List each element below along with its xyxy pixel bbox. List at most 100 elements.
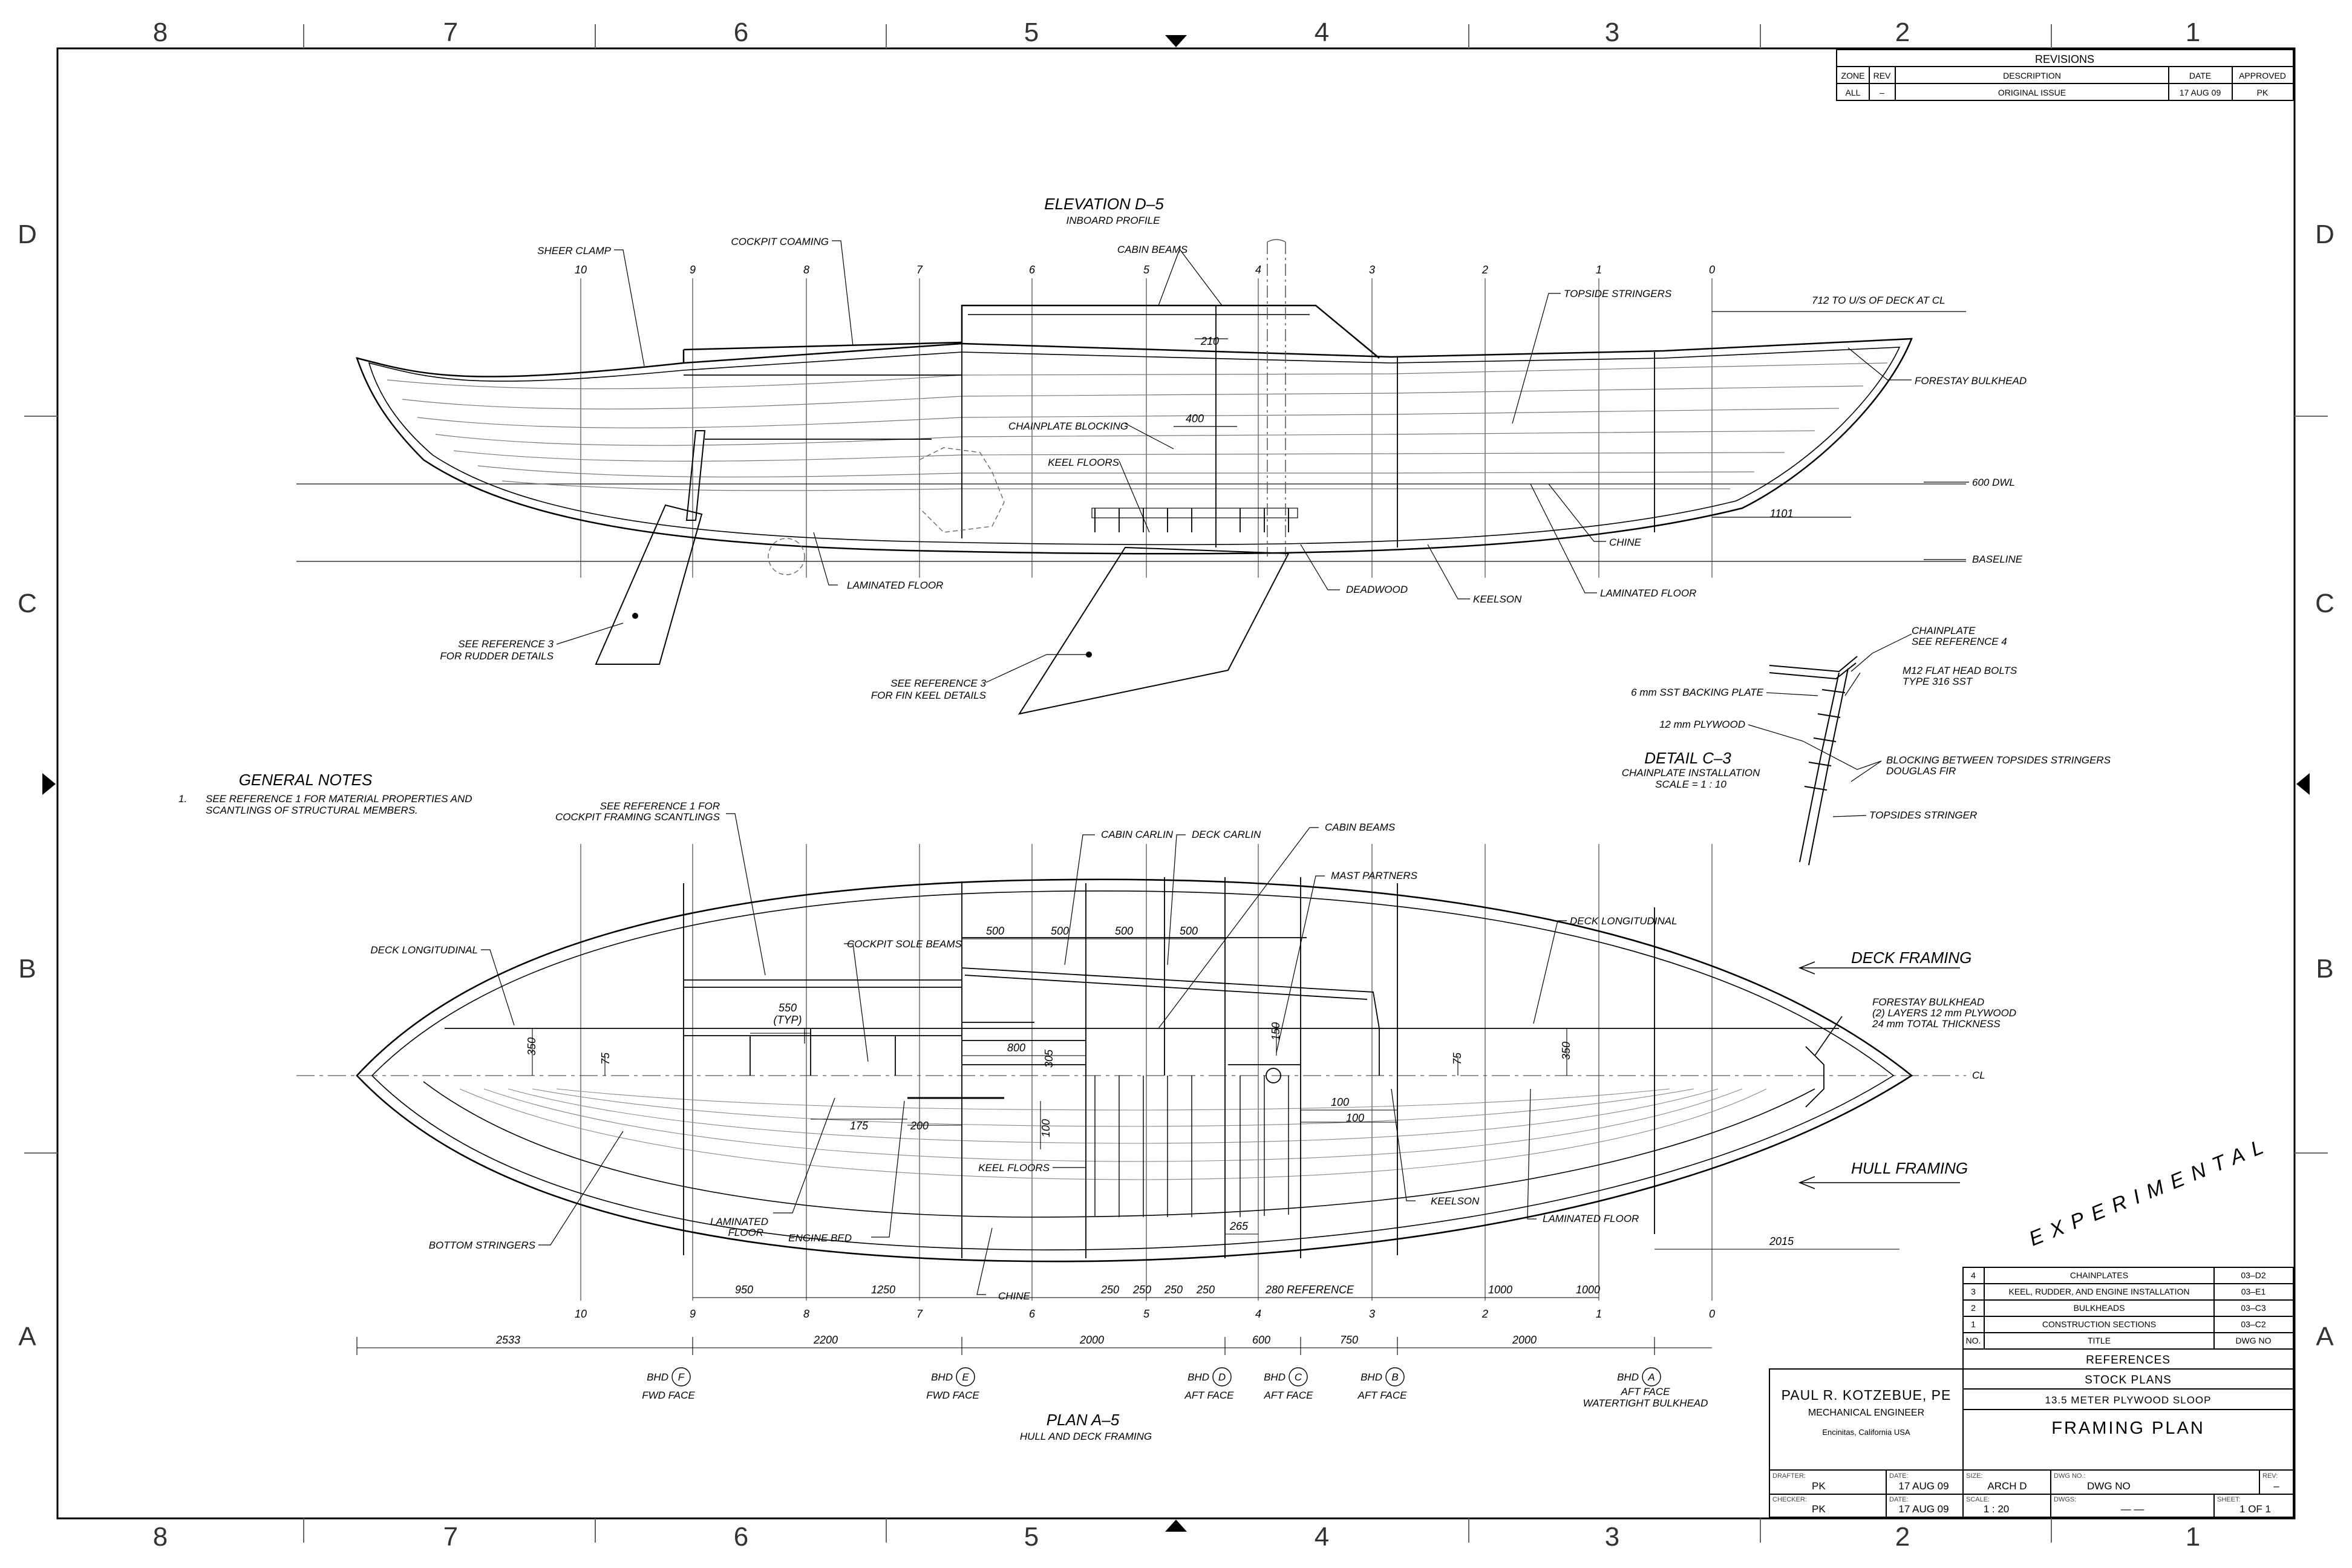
- label-keel-ref-2: FOR FIN KEEL DETAILS: [871, 690, 987, 701]
- zone-col-5-bottom: 5: [1024, 1522, 1039, 1552]
- plan-subtitle: HULL AND DECK FRAMING: [1020, 1431, 1152, 1442]
- dim-1250: 1250: [871, 1284, 895, 1296]
- label-forestay-1: FORESTAY BULKHEAD: [1872, 996, 1984, 1008]
- dim-100-a: 100: [1040, 1119, 1052, 1137]
- label-forestay-3: 24 mm TOTAL THICKNESS: [1872, 1018, 2001, 1030]
- tb-scale-label: SCALE:: [1966, 1496, 1990, 1503]
- zone-col-6-bottom: 6: [734, 1522, 748, 1552]
- dim-265: 265: [1229, 1220, 1249, 1232]
- hull-profile: [356, 304, 1913, 555]
- elev-station-2: 2: [1481, 264, 1488, 276]
- dim-2200: 2200: [813, 1334, 838, 1346]
- plan-station-5: 5: [1143, 1308, 1150, 1320]
- label-backing-plate: 6 mm SST BACKING PLATE: [1631, 687, 1764, 698]
- dim-75-b: 75: [1451, 1052, 1463, 1065]
- tb-sheet: 1 OF 1: [2239, 1503, 2271, 1515]
- label-laminated-floor-a: LAMINATED: [710, 1216, 768, 1227]
- dim-100-c: 100: [1346, 1112, 1364, 1124]
- label-keelson-plan: KEELSON: [1431, 1195, 1480, 1207]
- ref-3-dwg: 03–E1: [2241, 1287, 2266, 1296]
- ref-4-title: CHAINPLATES: [2070, 1270, 2128, 1280]
- zone-row-c: C: [18, 589, 37, 618]
- label-deck-height: 712 TO U/S OF DECK AT CL: [1812, 295, 1945, 306]
- tb-drafter-label: DRAFTER:: [1772, 1472, 1806, 1480]
- references-title: REFERENCES: [2086, 1354, 2171, 1367]
- dim-250-a: 250: [1100, 1284, 1119, 1296]
- tb-date-label-2: DATE:: [1889, 1496, 1909, 1503]
- label-sheer-clamp: SHEER CLAMP: [537, 245, 612, 256]
- dim-100-b: 100: [1331, 1096, 1349, 1108]
- zone-col-7-bottom: 7: [443, 1522, 458, 1552]
- bhd-a-note-1: AFT FACE: [1621, 1386, 1671, 1397]
- label-cockpit-sole-beams: COCKPIT SOLE BEAMS: [847, 938, 962, 950]
- plan-station-1: 1: [1596, 1308, 1602, 1320]
- dim-305: 305: [1043, 1049, 1055, 1068]
- elev-station-9: 9: [690, 264, 696, 276]
- plan-view: 10 9 8 7 6 5 4 3 2 1 0: [296, 800, 2275, 1442]
- elev-station-5: 5: [1143, 264, 1150, 276]
- zone-row-b: B: [18, 954, 36, 984]
- label-chainplate-1: CHAINPLATE: [1912, 625, 1976, 636]
- revisions-header-rev: REV: [1873, 71, 1891, 80]
- tb-engineer: PAUL R. KOTZEBUE, PE: [1782, 1387, 1952, 1403]
- plan-arrows: [1798, 961, 1960, 1189]
- revisions-header-zone: ZONE: [1841, 71, 1865, 80]
- label-cabin-beams-elev: CABIN BEAMS: [1117, 244, 1188, 255]
- zone-col-8-bottom: 8: [153, 1522, 168, 1552]
- label-plywood-12mm: 12 mm PLYWOOD: [1659, 719, 1745, 730]
- plan-station-7: 7: [916, 1308, 923, 1320]
- label-hull-framing: HULL FRAMING: [1851, 1159, 1968, 1177]
- bulkhead-a: BHD A AFT FACE WATERTIGHT BULKHEAD: [1583, 1371, 1708, 1409]
- dim-2000-b: 2000: [1512, 1334, 1537, 1346]
- dim-2533: 2533: [495, 1334, 520, 1346]
- zone-row-d: D: [18, 220, 37, 249]
- dim-600: 600: [1252, 1334, 1270, 1346]
- label-centerline: CL: [1972, 1070, 1985, 1081]
- dim-350-b: 350: [1560, 1042, 1572, 1060]
- zone-column-labels-top: 8 7 6 5 4 3 2 1: [153, 18, 2200, 47]
- dim-950: 950: [735, 1284, 753, 1296]
- revisions-title: REVISIONS: [2035, 53, 2094, 65]
- label-keel-ref-1: SEE REFERENCE 3: [890, 678, 986, 689]
- plan-station-10: 10: [575, 1308, 587, 1320]
- label-forestay-bulkhead-elev: FORESTAY BULKHEAD: [1915, 375, 2027, 387]
- tb-location: Encinitas, California USA: [1822, 1428, 1910, 1437]
- elev-station-3: 3: [1369, 264, 1375, 276]
- tb-dwgno: DWG NO: [2087, 1480, 2131, 1492]
- bhd-d-letter: D: [1218, 1371, 1226, 1383]
- dim-1000-b: 1000: [1576, 1284, 1600, 1296]
- ref-3-title: KEEL, RUDDER, AND ENGINE INSTALLATION: [2009, 1287, 2190, 1296]
- bhd-e-note: FWD FACE: [926, 1390, 979, 1401]
- plan-station-0: 0: [1709, 1308, 1715, 1320]
- tb-checker: PK: [1812, 1503, 1826, 1515]
- general-notes-line-2: SCANTLINGS OF STRUCTURAL MEMBERS.: [206, 805, 418, 816]
- zone-col-7: 7: [443, 18, 458, 47]
- detail-title: DETAIL C–3: [1644, 749, 1731, 767]
- elevation-view: ELEVATION D–5 INBOARD PROFILE 10 9 8 7 6…: [296, 195, 2027, 715]
- label-deck-longitudinal-fwd: DECK LONGITUDINAL: [1570, 915, 1677, 927]
- revision-approved: PK: [2257, 88, 2269, 97]
- bhd-e-tag: BHD: [931, 1371, 953, 1383]
- dim-280-reference: 280 REFERENCE: [1265, 1284, 1354, 1296]
- general-notes-number: 1.: [178, 793, 187, 805]
- label-topsides-stringer: TOPSIDES STRINGER: [1869, 809, 1977, 821]
- bhd-a-tag: BHD: [1617, 1371, 1639, 1383]
- zone-col-5: 5: [1024, 18, 1039, 47]
- label-laminated-floor-b: FLOOR: [728, 1227, 763, 1238]
- zone-row-a-right: A: [2316, 1322, 2334, 1351]
- zone-row-c-right: C: [2315, 589, 2334, 618]
- plan-leaders: [481, 813, 1567, 1295]
- zone-col-3-bottom: 3: [1605, 1522, 1619, 1552]
- plan-station-9: 9: [690, 1308, 696, 1320]
- title-block: PAUL R. KOTZEBUE, PE MECHANICAL ENGINEER…: [1769, 1368, 2294, 1518]
- zone-col-4-bottom: 4: [1315, 1522, 1329, 1552]
- bulkhead-f: BHD F FWD FACE: [642, 1371, 695, 1401]
- bhd-b-tag: BHD: [1361, 1371, 1382, 1383]
- dim-500-b: 500: [1051, 925, 1069, 937]
- elevation-station-lines: [580, 278, 1713, 578]
- dim-150: 150: [1270, 1022, 1282, 1040]
- bhd-d-note: AFT FACE: [1184, 1390, 1235, 1401]
- label-ref1-2: COCKPIT FRAMING SCANTLINGS: [555, 811, 720, 823]
- bhd-c-letter: C: [1295, 1371, 1302, 1383]
